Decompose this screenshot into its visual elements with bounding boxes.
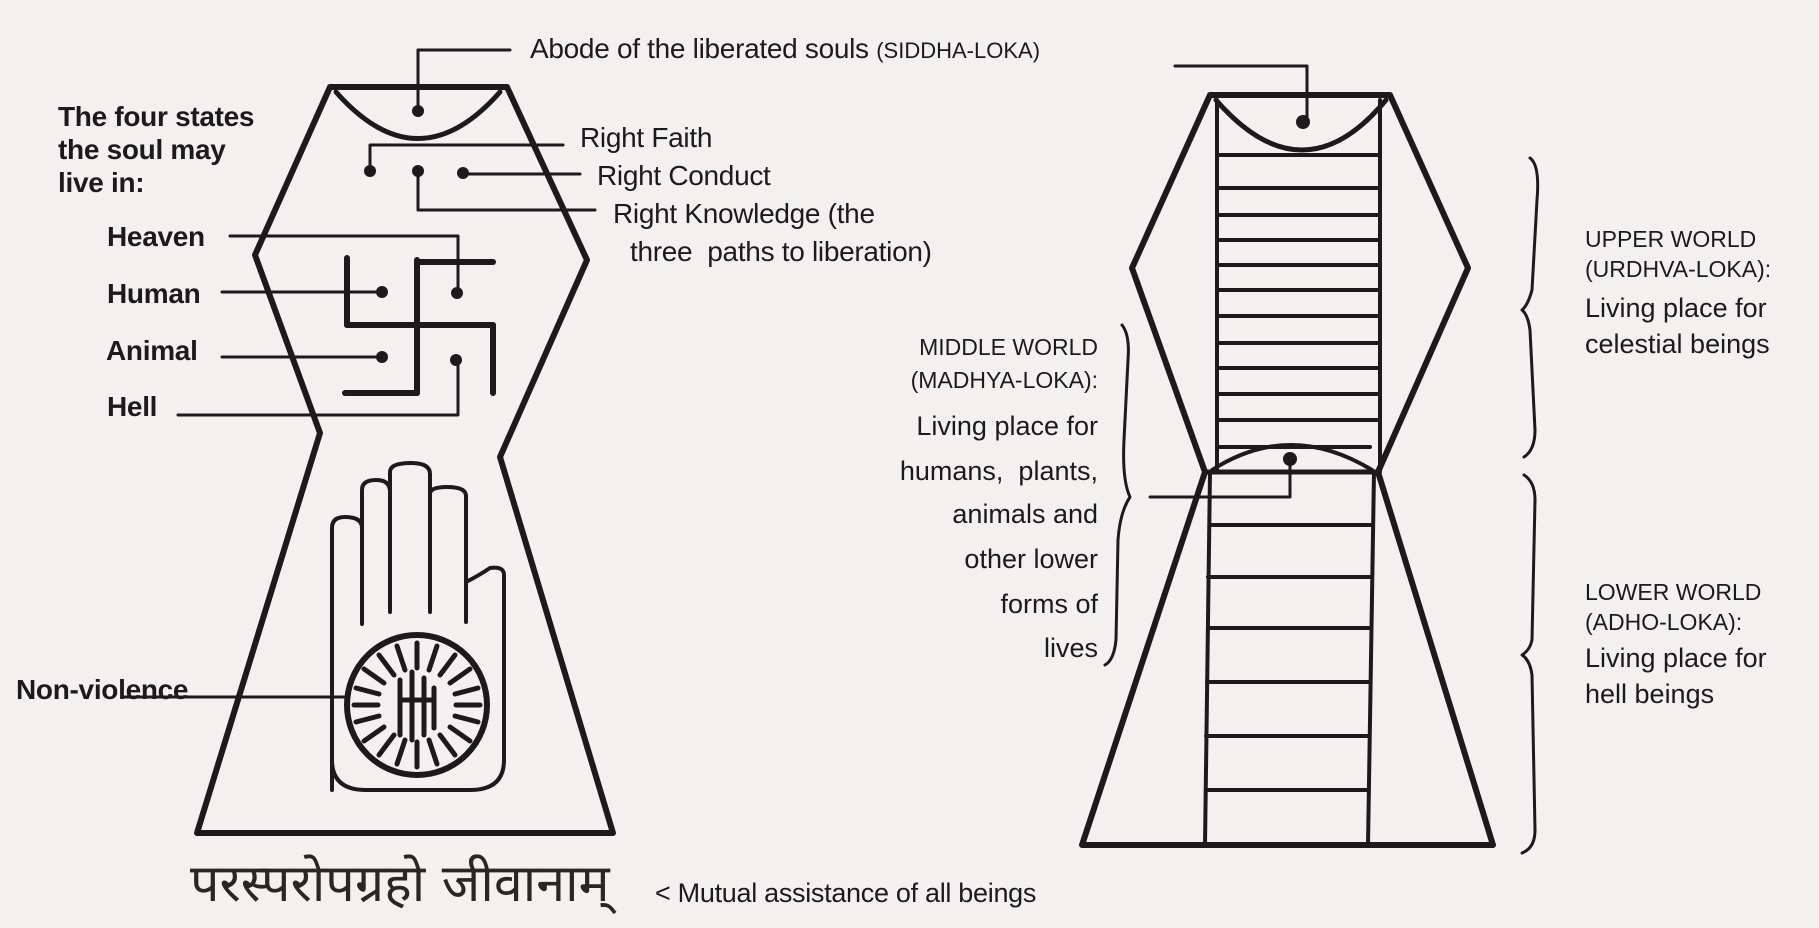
middle-world-desc: forms of (1000, 589, 1098, 619)
four-states-heading-line: The four states (58, 101, 255, 132)
middle-world-marker (1148, 443, 1374, 499)
upper-world-sanskrit: (URDHVA-LOKA): (1585, 256, 1772, 282)
four-states-heading-line: the soul may (58, 134, 226, 165)
middle-world-desc: animals and (952, 499, 1098, 529)
four-states-heading: The four states the soul may live in: (58, 100, 255, 199)
motto-translation: < Mutual assistance of all beings (655, 878, 1037, 908)
state-label-animal: Animal (106, 335, 198, 366)
middle-world-label: MIDDLE WORLD (MADHYA-LOKA): Living place… (840, 0, 1098, 700)
upper-world-desc: Living place for (1585, 293, 1767, 323)
four-states-leaders (176, 234, 463, 417)
state-label-human: Human (107, 278, 201, 309)
path-label-right-conduct: Right Conduct (597, 160, 771, 191)
world-brackets (1103, 156, 1540, 855)
non-violence-label: Non-violence (16, 674, 189, 705)
loka-outline (1079, 92, 1496, 848)
middle-world-title: MIDDLE WORLD (919, 334, 1098, 360)
siddha-label: Abode of the liberated souls (SIDDHA-LOK… (530, 35, 1040, 63)
state-label-hell: Hell (107, 391, 158, 422)
siddha-label-sanskrit: (SIDDHA-LOKA) (876, 38, 1041, 63)
siddha-loka-crescent-icon (1173, 64, 1389, 153)
swastika-icon (342, 255, 496, 396)
lower-world-sanskrit: (ADHO-LOKA): (1585, 609, 1743, 635)
path-label-right-faith: Right Faith (580, 122, 713, 153)
siddha-label-text: Abode of the liberated souls (530, 33, 869, 64)
siddha-crescent-icon (333, 48, 512, 141)
dharma-wheel-icon (120, 632, 490, 778)
jain-emblem-outline (194, 84, 616, 836)
three-dots-icon (364, 143, 597, 212)
path-label-right-knowledge: Right Knowledge (the (613, 198, 875, 229)
lower-world-title: LOWER WORLD (1585, 579, 1762, 605)
upper-world-ladder (1215, 98, 1382, 474)
middle-world-desc: other lower (964, 544, 1098, 574)
motto-devanagari: परस्परोपग्रहो जीवानाम् (190, 854, 610, 914)
paths-note: three paths to liberation) (630, 236, 932, 267)
middle-world-desc: lives (1043, 633, 1098, 663)
raised-hand-icon (330, 461, 506, 792)
lower-world-desc: hell beings (1585, 679, 1715, 709)
four-states-heading-line: live in: (58, 167, 145, 198)
middle-world-desc: Living place for (916, 411, 1098, 441)
state-label-heaven: Heaven (107, 221, 205, 252)
lower-world-desc: Living place for (1585, 643, 1767, 673)
lower-world-ladder (1203, 470, 1376, 847)
middle-world-desc: humans, plants, (899, 456, 1098, 486)
middle-world-sanskrit: (MADHYA-LOKA): (910, 367, 1098, 393)
upper-world-title: UPPER WORLD (1585, 226, 1757, 252)
upper-world-desc: celestial beings (1585, 329, 1770, 359)
